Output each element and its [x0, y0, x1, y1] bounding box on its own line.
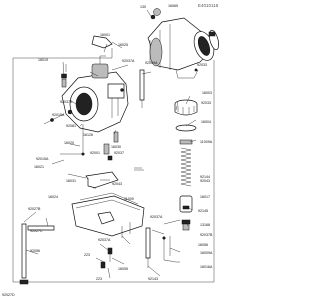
- carburetor-parts-diagram: E4010118: [2, 3, 220, 297]
- part-label: 16021: [34, 165, 44, 169]
- bolt-icon: [146, 8, 161, 20]
- throttle-valve-icon: [179, 195, 193, 213]
- part-label: 92009A: [145, 61, 158, 65]
- float-bowl-icon: [71, 195, 145, 238]
- part-label: 16055: [118, 267, 128, 271]
- part-label: 130: [140, 5, 146, 9]
- top-cap-icon: [174, 99, 198, 116]
- throttle-plate-icon: [179, 139, 193, 145]
- clamp-icon: [208, 29, 220, 51]
- part-label: 92027B: [28, 207, 41, 211]
- part-label: 92037: [114, 151, 124, 155]
- carburetor-icon: [61, 55, 129, 133]
- part-label: 13168: [200, 223, 210, 227]
- part-label: 16126: [83, 133, 93, 137]
- sheet-code: E4010118: [198, 3, 219, 8]
- part-label: 92027C: [30, 229, 43, 233]
- drain-hose-icon: [19, 223, 55, 285]
- part-label: 92033: [197, 63, 207, 67]
- drain-plug-icon: [181, 219, 191, 231]
- part-label: 92037A: [60, 100, 73, 104]
- part-label: 223: [96, 277, 102, 281]
- throttle-stop-screw-icon: [61, 61, 67, 88]
- part-label: 16030: [111, 145, 121, 149]
- assembly-frame: [12, 48, 215, 283]
- part-label: 16024: [48, 195, 58, 199]
- spring-icon: [180, 147, 192, 187]
- part-label: 16031: [66, 179, 76, 183]
- part-label: 92037A: [98, 238, 111, 242]
- part-label: 16009A: [200, 251, 213, 255]
- part-label: 92037A: [150, 215, 163, 219]
- part-label: 92001: [90, 151, 100, 155]
- part-label: 92037B: [200, 233, 213, 237]
- vent-tube-icon: [139, 69, 145, 108]
- overflow-tube-icon: [145, 227, 151, 268]
- gasket-icon: [175, 124, 197, 132]
- part-label: 92056: [30, 249, 40, 253]
- cable-guide-icon: [91, 35, 113, 49]
- leader-lines: [23, 41, 197, 279]
- part-label: 11009A: [200, 140, 213, 144]
- bowl-screw-icon: [100, 247, 113, 269]
- part-label: 16016A: [200, 265, 213, 269]
- bowl-gasket-icon: [79, 192, 139, 205]
- part-label: 92081: [66, 124, 76, 128]
- part-label: 92015A: [52, 113, 65, 117]
- part-label: 16065: [168, 4, 178, 8]
- intake-duct-icon: [147, 17, 215, 71]
- part-label: 92033: [201, 101, 211, 105]
- part-label: 92027D: [2, 293, 15, 297]
- main-jet-icon: [103, 131, 119, 161]
- part-label: 16025: [118, 43, 128, 47]
- part-label: 16004: [201, 120, 211, 124]
- part-label: 11009: [124, 197, 134, 201]
- part-label: 16001: [100, 33, 110, 37]
- part-label: 92043: [112, 182, 122, 186]
- part-label: 16003: [202, 91, 212, 95]
- part-label: 16056: [198, 243, 208, 247]
- part-label: 92043: [200, 179, 210, 183]
- part-label: 92143: [148, 277, 158, 281]
- part-labels: 16065 130 16001 16025 16019 92037A 92009…: [2, 4, 213, 297]
- part-label: 92037A: [122, 59, 135, 63]
- part-label: 92144: [200, 175, 210, 179]
- part-label: 223: [84, 253, 90, 257]
- part-label: 16019: [38, 58, 48, 62]
- part-label: 16020: [64, 141, 74, 145]
- breather-pipe-icon: [175, 68, 199, 79]
- part-label: 92015A: [36, 157, 49, 161]
- part-label: 92145: [198, 209, 208, 213]
- part-label: 16017: [200, 195, 210, 199]
- air-vent-hose-icon: [162, 236, 177, 263]
